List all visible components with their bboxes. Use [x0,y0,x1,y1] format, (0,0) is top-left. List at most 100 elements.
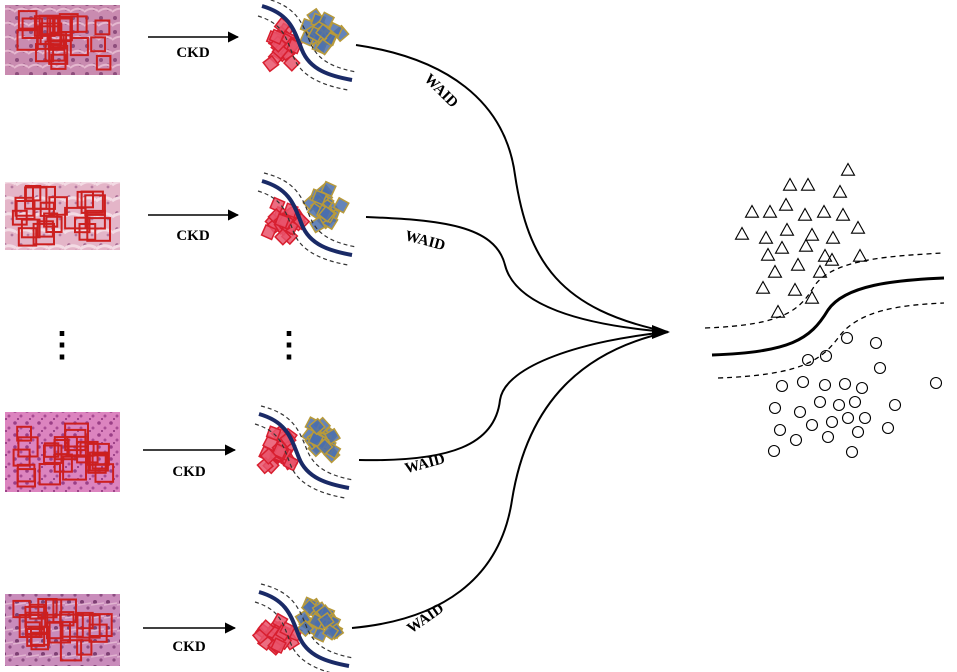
triangle-icon [816,204,832,218]
class-b-sample [307,431,325,448]
class-b-sample [332,196,350,214]
triangle-icon [744,204,760,218]
waid-curve-4 [351,331,669,629]
class-a-sample [274,228,292,246]
circle-icon [845,445,859,459]
decision-boundary [711,276,945,357]
triangle-icon [812,264,828,278]
domain-cluster-icon [257,0,357,91]
circle-icon [768,401,782,415]
class-a-sample [260,223,278,241]
triangle-icon [787,282,803,296]
sampling-box [29,603,46,620]
sampling-box [17,436,39,458]
cluster-margin [257,15,349,91]
ckd-label: CKD [172,639,206,655]
triangle-icon [804,290,820,304]
circle-icon [805,418,819,432]
target-domain [704,162,945,459]
triangle-icon [770,304,786,318]
domain-cluster-icon [257,172,357,266]
sampling-box [11,209,28,226]
sampling-box [44,40,66,62]
class-b-sample [314,38,333,56]
triangle-class-points [734,162,868,318]
circle-icon [848,395,862,409]
class-a-sample [270,637,287,654]
circle-icon [767,444,781,458]
circle-icon [818,378,832,392]
histology-patches [5,5,120,666]
sampling-box [38,463,61,486]
circle-icon [888,398,902,412]
circle-icon [855,381,869,395]
class-b-sample [300,598,319,617]
circle-icon [796,375,810,389]
sampling-box [88,613,113,637]
triangle-icon [762,204,778,218]
sampling-box [87,454,107,474]
sampling-box [59,639,83,662]
triangle-icon [852,248,868,262]
circle-icon [873,361,887,375]
waid-label: WAID [404,600,447,637]
waid-label: WAID [403,228,447,254]
circle-class-points [767,331,943,459]
histology-patch-icon [5,412,120,492]
cluster-boundary [261,4,353,82]
circle-icon [825,415,839,429]
class-a-sample [262,54,280,73]
cluster-margin [257,190,349,266]
class-a-sample [257,619,275,637]
sampling-box [64,422,89,448]
waid-curves [351,44,670,629]
sampling-box [74,216,91,234]
class-a-sample [265,425,282,442]
domain-cluster-icon [251,583,354,672]
sampling-box [30,625,50,646]
circle-icon [841,411,855,425]
circle-icon [869,336,883,350]
triangle-icon [824,252,840,266]
circle-icon [773,423,787,437]
triangle-icon [800,177,816,191]
class-a-sample [268,28,286,46]
triangle-icon [760,247,776,261]
circle-icon [819,349,833,363]
triangle-icon [790,257,806,271]
domain-cluster-icon [254,405,354,499]
triangle-icon [779,222,795,236]
waid-curve-1 [355,44,669,333]
triangle-icon [835,207,851,221]
sampling-box [94,19,111,36]
class-b-sample [315,437,334,456]
ellipsis-left: ⋮ [45,327,79,364]
class-b-sample [317,611,335,630]
circle-icon [838,377,852,391]
sampling-box [76,639,93,656]
waid-curve-2 [365,216,669,333]
sampling-box [45,598,63,616]
triangle-icon [782,177,798,191]
margin-upper [704,252,943,329]
triangle-icon [804,227,820,241]
sampling-box [16,425,33,442]
class-b-sample [308,417,326,436]
triangle-icon [850,220,866,234]
sampling-box [17,10,38,30]
histology-patch-icon [5,5,120,75]
class-a-sample [282,454,300,472]
circle-icon [832,398,846,412]
histology-patch-icon [5,594,120,666]
sampling-box [12,448,31,467]
cluster-margin [263,172,357,248]
triangle-icon [840,162,856,176]
domain-clusters [251,0,357,672]
triangle-icon [734,226,750,240]
histology-patch-icon [5,182,120,250]
sampling-box [59,611,75,627]
sampling-box [62,455,87,481]
waid-label: WAID [421,71,461,111]
